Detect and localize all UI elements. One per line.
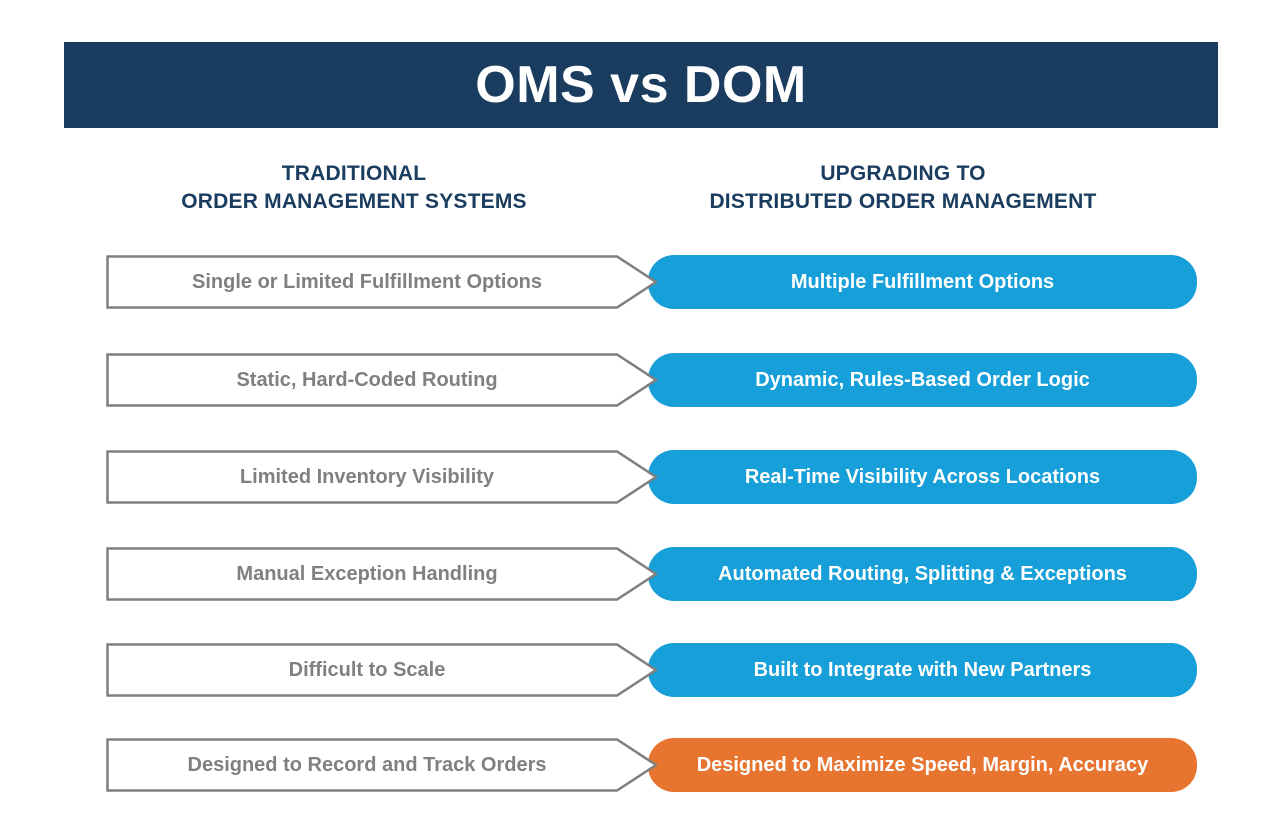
traditional-oms-chevron-box: Limited Inventory Visibility: [106, 450, 658, 504]
chevron-arrow-shape: [106, 738, 658, 792]
chevron-arrow-shape: [106, 643, 658, 697]
comparison-row: Difficult to Scale Built to Integrate wi…: [0, 643, 1280, 697]
traditional-item-label: Limited Inventory Visibility: [239, 465, 495, 488]
column-heading-right-line2: DISTRIBUTED ORDER MANAGEMENT: [709, 190, 1097, 213]
dom-benefit-pill: Built to Integrate with New Partners: [648, 643, 1197, 697]
chevron-arrow-shape: [106, 450, 658, 504]
comparison-row: Designed to Record and Track Orders Desi…: [0, 738, 1280, 792]
chevron-arrow-shape: [106, 353, 658, 407]
dom-benefit-pill: Automated Routing, Splitting & Exception…: [648, 547, 1197, 601]
traditional-item-label: Static, Hard-Coded Routing: [236, 368, 498, 391]
traditional-item-label: Difficult to Scale: [288, 658, 446, 681]
chevron-arrow-shape: [106, 255, 658, 309]
comparison-row: Static, Hard-Coded Routing Dynamic, Rule…: [0, 353, 1280, 407]
traditional-oms-chevron-box: Static, Hard-Coded Routing: [106, 353, 658, 407]
column-heading-traditional-oms: TRADITIONAL ORDER MANAGEMENT SYSTEMS: [64, 160, 644, 216]
column-heading-left-line1: TRADITIONAL: [281, 162, 427, 185]
dom-benefit-pill: Multiple Fulfillment Options: [648, 255, 1197, 309]
dom-benefit-pill: Designed to Maximize Speed, Margin, Accu…: [648, 738, 1197, 792]
traditional-item-label: Manual Exception Handling: [236, 562, 498, 585]
comparison-row: Manual Exception Handling Automated Rout…: [0, 547, 1280, 601]
column-heading-left-line2: ORDER MANAGEMENT SYSTEMS: [181, 190, 527, 213]
dom-benefit-pill: Real-Time Visibility Across Locations: [648, 450, 1197, 504]
traditional-item-label: Designed to Record and Track Orders: [187, 753, 547, 776]
column-heading-distributed-om: UPGRADING TO DISTRIBUTED ORDER MANAGEMEN…: [620, 160, 1186, 216]
title-bar: OMS vs DOM: [64, 42, 1218, 128]
page-title: OMS vs DOM: [475, 56, 807, 114]
chevron-arrow-shape: [106, 547, 658, 601]
comparison-row: Limited Inventory Visibility Real-Time V…: [0, 450, 1280, 504]
traditional-oms-chevron-box: Single or Limited Fulfillment Options: [106, 255, 658, 309]
traditional-oms-chevron-box: Difficult to Scale: [106, 643, 658, 697]
traditional-item-label: Single or Limited Fulfillment Options: [192, 270, 542, 293]
dom-benefit-pill: Dynamic, Rules-Based Order Logic: [648, 353, 1197, 407]
comparison-row: Single or Limited Fulfillment Options Mu…: [0, 255, 1280, 309]
column-heading-right-line1: UPGRADING TO: [820, 162, 986, 185]
traditional-oms-chevron-box: Designed to Record and Track Orders: [106, 738, 658, 792]
traditional-oms-chevron-box: Manual Exception Handling: [106, 547, 658, 601]
